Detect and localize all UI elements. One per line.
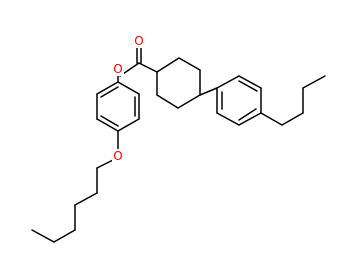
bond-cyclohexyl-aryl	[199, 87, 218, 96]
ester-o-mask	[112, 62, 124, 76]
carbonyl-o-mask	[133, 34, 145, 48]
bond-phenoxy-3	[96, 118, 119, 132]
bond-phenoxy-1	[96, 81, 119, 95]
bond-phenoxy-6	[117, 81, 140, 95]
bond-butyl-1	[260, 112, 283, 126]
bond-cyclohexane-4	[177, 94, 201, 109]
carbonyl-oxygen-label: O	[134, 34, 143, 48]
bond-phenoxy-inner-2	[100, 115, 119, 127]
bond-cyclohexane-1	[156, 57, 180, 73]
bond-butylphenyl-5	[216, 112, 240, 126]
ester-oxygen-label: O	[113, 62, 122, 76]
ether-oxygen-label: O	[113, 149, 122, 163]
bond-butylphenyl-2	[238, 75, 262, 89]
bond-phenoxy-4	[117, 118, 140, 132]
bond-ether-o-hexyl	[96, 159, 114, 169]
bond-butylphenyl-inner-2	[238, 108, 257, 121]
bond-butyl-2	[281, 112, 304, 126]
bond-butyl-4	[302, 75, 326, 89]
bond-cyclohexane-5	[156, 94, 179, 109]
bond-hexyl-5	[31, 229, 55, 243]
bond-butylphenyl-4	[238, 112, 262, 126]
bond-hexyl-2	[74, 192, 98, 206]
atom-labels: O O O	[112, 34, 145, 163]
bond-cyclohexane-2	[178, 57, 201, 71]
bond-phenoxy-inner-1	[100, 86, 119, 98]
bond-carbonyl-c-cyclohexyl	[138, 62, 158, 73]
bond-hexyl-4	[53, 229, 76, 243]
bond-butylphenyl-inner-1	[238, 80, 258, 92]
bond-butylphenyl-1	[216, 75, 240, 89]
ether-o-mask	[112, 149, 124, 163]
bonds	[31, 42, 326, 243]
